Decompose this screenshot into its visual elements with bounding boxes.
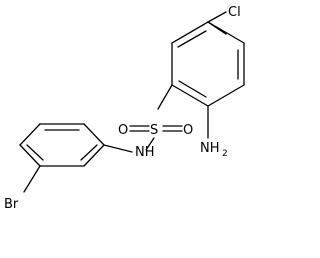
bond xyxy=(83,144,105,167)
bromine-label: Br xyxy=(4,197,19,212)
bond xyxy=(19,144,41,167)
sulfonamide-nh-label: NH xyxy=(135,145,155,160)
bond xyxy=(80,144,98,161)
oxygen-left-label: O xyxy=(118,123,128,138)
amine-subscript: 2 xyxy=(222,149,228,159)
molecule-diagram: Cl NH 2 S O O NH xyxy=(4,5,245,212)
upper-ring xyxy=(171,21,245,107)
bond xyxy=(23,165,41,193)
bond xyxy=(157,84,173,110)
bond xyxy=(145,137,155,151)
bond xyxy=(83,123,105,146)
bond xyxy=(207,84,245,107)
bond xyxy=(171,84,209,107)
bond xyxy=(207,21,245,44)
lower-ring xyxy=(19,123,105,167)
oxygen-right-label: O xyxy=(183,123,193,138)
structure-svg: Cl NH 2 S O O NH xyxy=(4,5,245,212)
sulfur-label: S xyxy=(150,123,158,138)
bond xyxy=(207,11,227,23)
bond xyxy=(26,144,44,161)
chlorine-label: Cl xyxy=(228,5,241,20)
bond xyxy=(177,30,207,48)
amine-label: NH xyxy=(200,141,220,156)
bond xyxy=(171,21,209,44)
bond xyxy=(178,80,207,98)
bond xyxy=(19,123,41,146)
bond xyxy=(103,144,133,153)
